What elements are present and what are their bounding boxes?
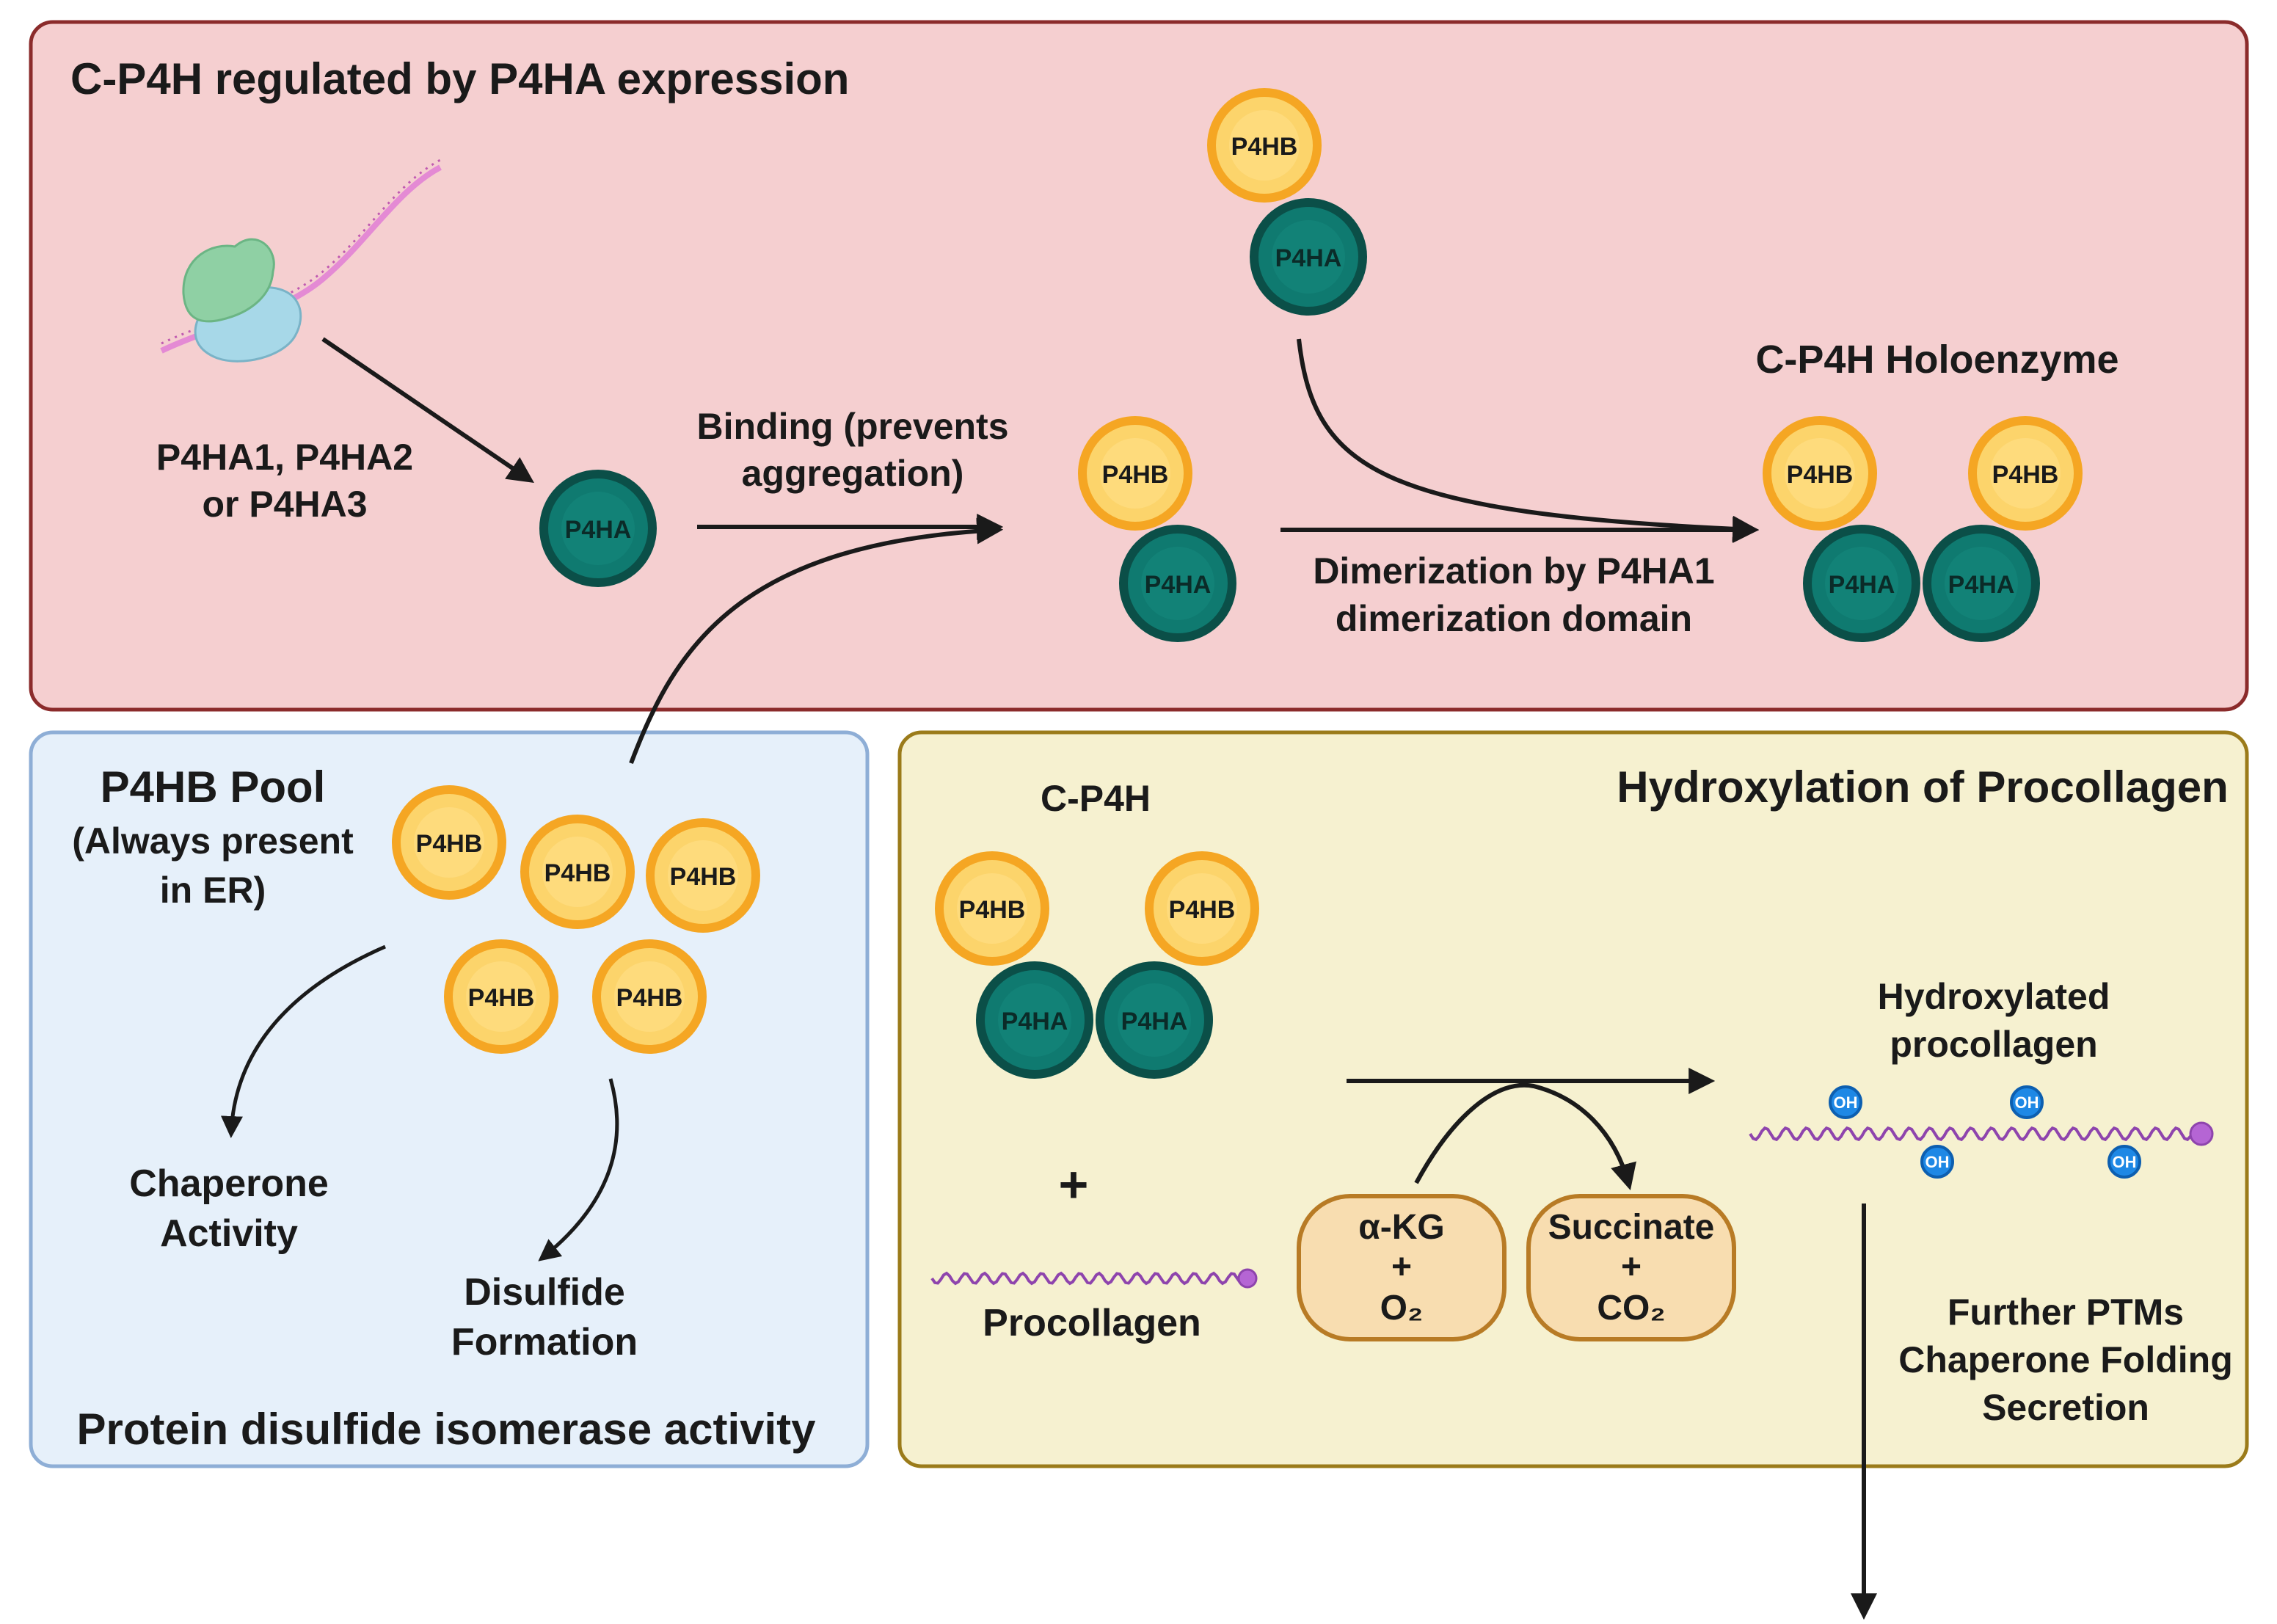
svg-text:P4HB: P4HB [468,984,535,1012]
svg-text:P4HA: P4HA [565,516,632,544]
hydroxylated-procollagen-strand-icon: OH OH OH OH [1749,1085,2214,1179]
top-panel-title: C-P4H regulated by P4HA expression [70,54,849,103]
procollagen-label: Procollagen [983,1302,1201,1344]
svg-text:OH: OH [2015,1093,2039,1112]
svg-text:P4HA: P4HA [1829,571,1895,599]
hydroxylated-label-line2: procollagen [1890,1024,2097,1065]
p4ha-genes-label-line2: or P4HA3 [202,484,367,525]
left-panel-subtitle-line2: in ER) [160,870,266,911]
p4ha-monomer: P4HA [544,474,652,583]
pool-to-binding-arrow [629,517,1004,765]
svg-text:P4HB: P4HB [616,984,683,1012]
p4ha-p4hb-heterodimer-top: P4HA P4HB [1212,92,1363,311]
dimerization-label-line2: dimerization domain [1336,598,1692,639]
left-panel-subtitle-line1: (Always present [72,820,354,862]
svg-text:P4HB: P4HB [1102,461,1169,489]
disulfide-arrow [538,1078,619,1261]
succinate-label: Succinate [1548,1208,1715,1247]
top-dimer-to-holoenzyme-arrow [1297,338,1760,542]
hydroxylated-label-line1: Hydroxylated [1878,976,2110,1017]
co2-label: CO₂ [1597,1289,1665,1328]
chaperone-label-line2: Activity [160,1212,298,1255]
left-panel [29,730,870,1468]
ptm-label-line1: Further PTMs [1948,1292,2184,1333]
hydroxyl-group-4: OH [2107,1145,2141,1179]
svg-text:P4HB: P4HB [959,896,1026,924]
svg-text:OH: OH [1926,1153,1950,1171]
svg-text:OH: OH [1834,1093,1858,1112]
ribosome-mrna-icon [160,159,442,363]
dimerization-label-line1: Dimerization by P4HA1 [1313,550,1714,591]
svg-text:P4HA: P4HA [1948,571,2015,599]
p4ha-p4hb-heterodimer: P4HA P4HB [1082,420,1232,638]
p4ha-genes-label-line1: P4HA1, P4HA2 [156,437,413,478]
svg-text:P4HA: P4HA [1275,244,1342,272]
svg-text:P4HB: P4HB [670,863,737,891]
akg-label: α-KG [1358,1208,1445,1247]
disulfide-label-line1: Disulfide [464,1271,625,1314]
cofactor-arrow [1414,1082,1636,1190]
right-panel-title: Hydroxylation of Procollagen [1617,762,2228,812]
succinate-co2-box [1526,1194,1736,1341]
svg-text:P4HB: P4HB [544,859,611,887]
ptm-label-line2: Chaperone Folding [1898,1339,2233,1380]
translation-arrow [321,337,534,484]
chaperone-label-line1: Chaperone [129,1162,329,1205]
c-p4h-enzyme: P4HA P4HA P4HB P4HB [939,856,1255,1074]
left-panel-footer: Protein disulfide isomerase activity [76,1405,816,1454]
svg-text:P4HA: P4HA [1145,571,1212,599]
holoenzyme-label: C-P4H Holoenzyme [1755,338,2118,382]
svg-text:P4HA: P4HA [1121,1008,1188,1035]
left-panel-title: P4HB Pool [101,762,326,812]
o2-label: O₂ [1380,1289,1424,1328]
svg-text:P4HB: P4HB [1231,133,1298,161]
svg-text:P4HB: P4HB [1787,461,1854,489]
svg-text:P4HA: P4HA [1002,1008,1068,1035]
akg-plus: + [1391,1248,1412,1286]
succinate-plus: + [1621,1248,1642,1286]
akg-o2-box [1297,1194,1507,1341]
plus-sign: + [1059,1156,1089,1213]
cp4h-label: C-P4H [1041,778,1151,819]
chaperone-arrow [220,944,386,1138]
svg-text:P4HB: P4HB [1992,461,2059,489]
svg-text:P4HB: P4HB [416,830,483,858]
procollagen-strand-icon [930,1268,1258,1289]
disulfide-label-line2: Formation [451,1321,638,1363]
hydroxyl-group-1: OH [1829,1085,1862,1119]
c-p4h-holoenzyme: P4HA P4HA P4HB P4HB [1767,420,2078,638]
svg-text:OH: OH [2113,1153,2137,1171]
svg-text:P4HB: P4HB [1169,896,1236,924]
p4hb-pool: P4HB P4HB P4HB P4HB P4HB [396,790,756,1049]
hydroxyl-group-2: OH [2010,1085,2044,1119]
binding-label-line2: aggregation) [742,453,964,494]
hydroxyl-group-3: OH [1920,1145,1954,1179]
binding-label-line1: Binding (prevents [696,406,1008,447]
ptm-label-line3: Secretion [1982,1387,2149,1428]
